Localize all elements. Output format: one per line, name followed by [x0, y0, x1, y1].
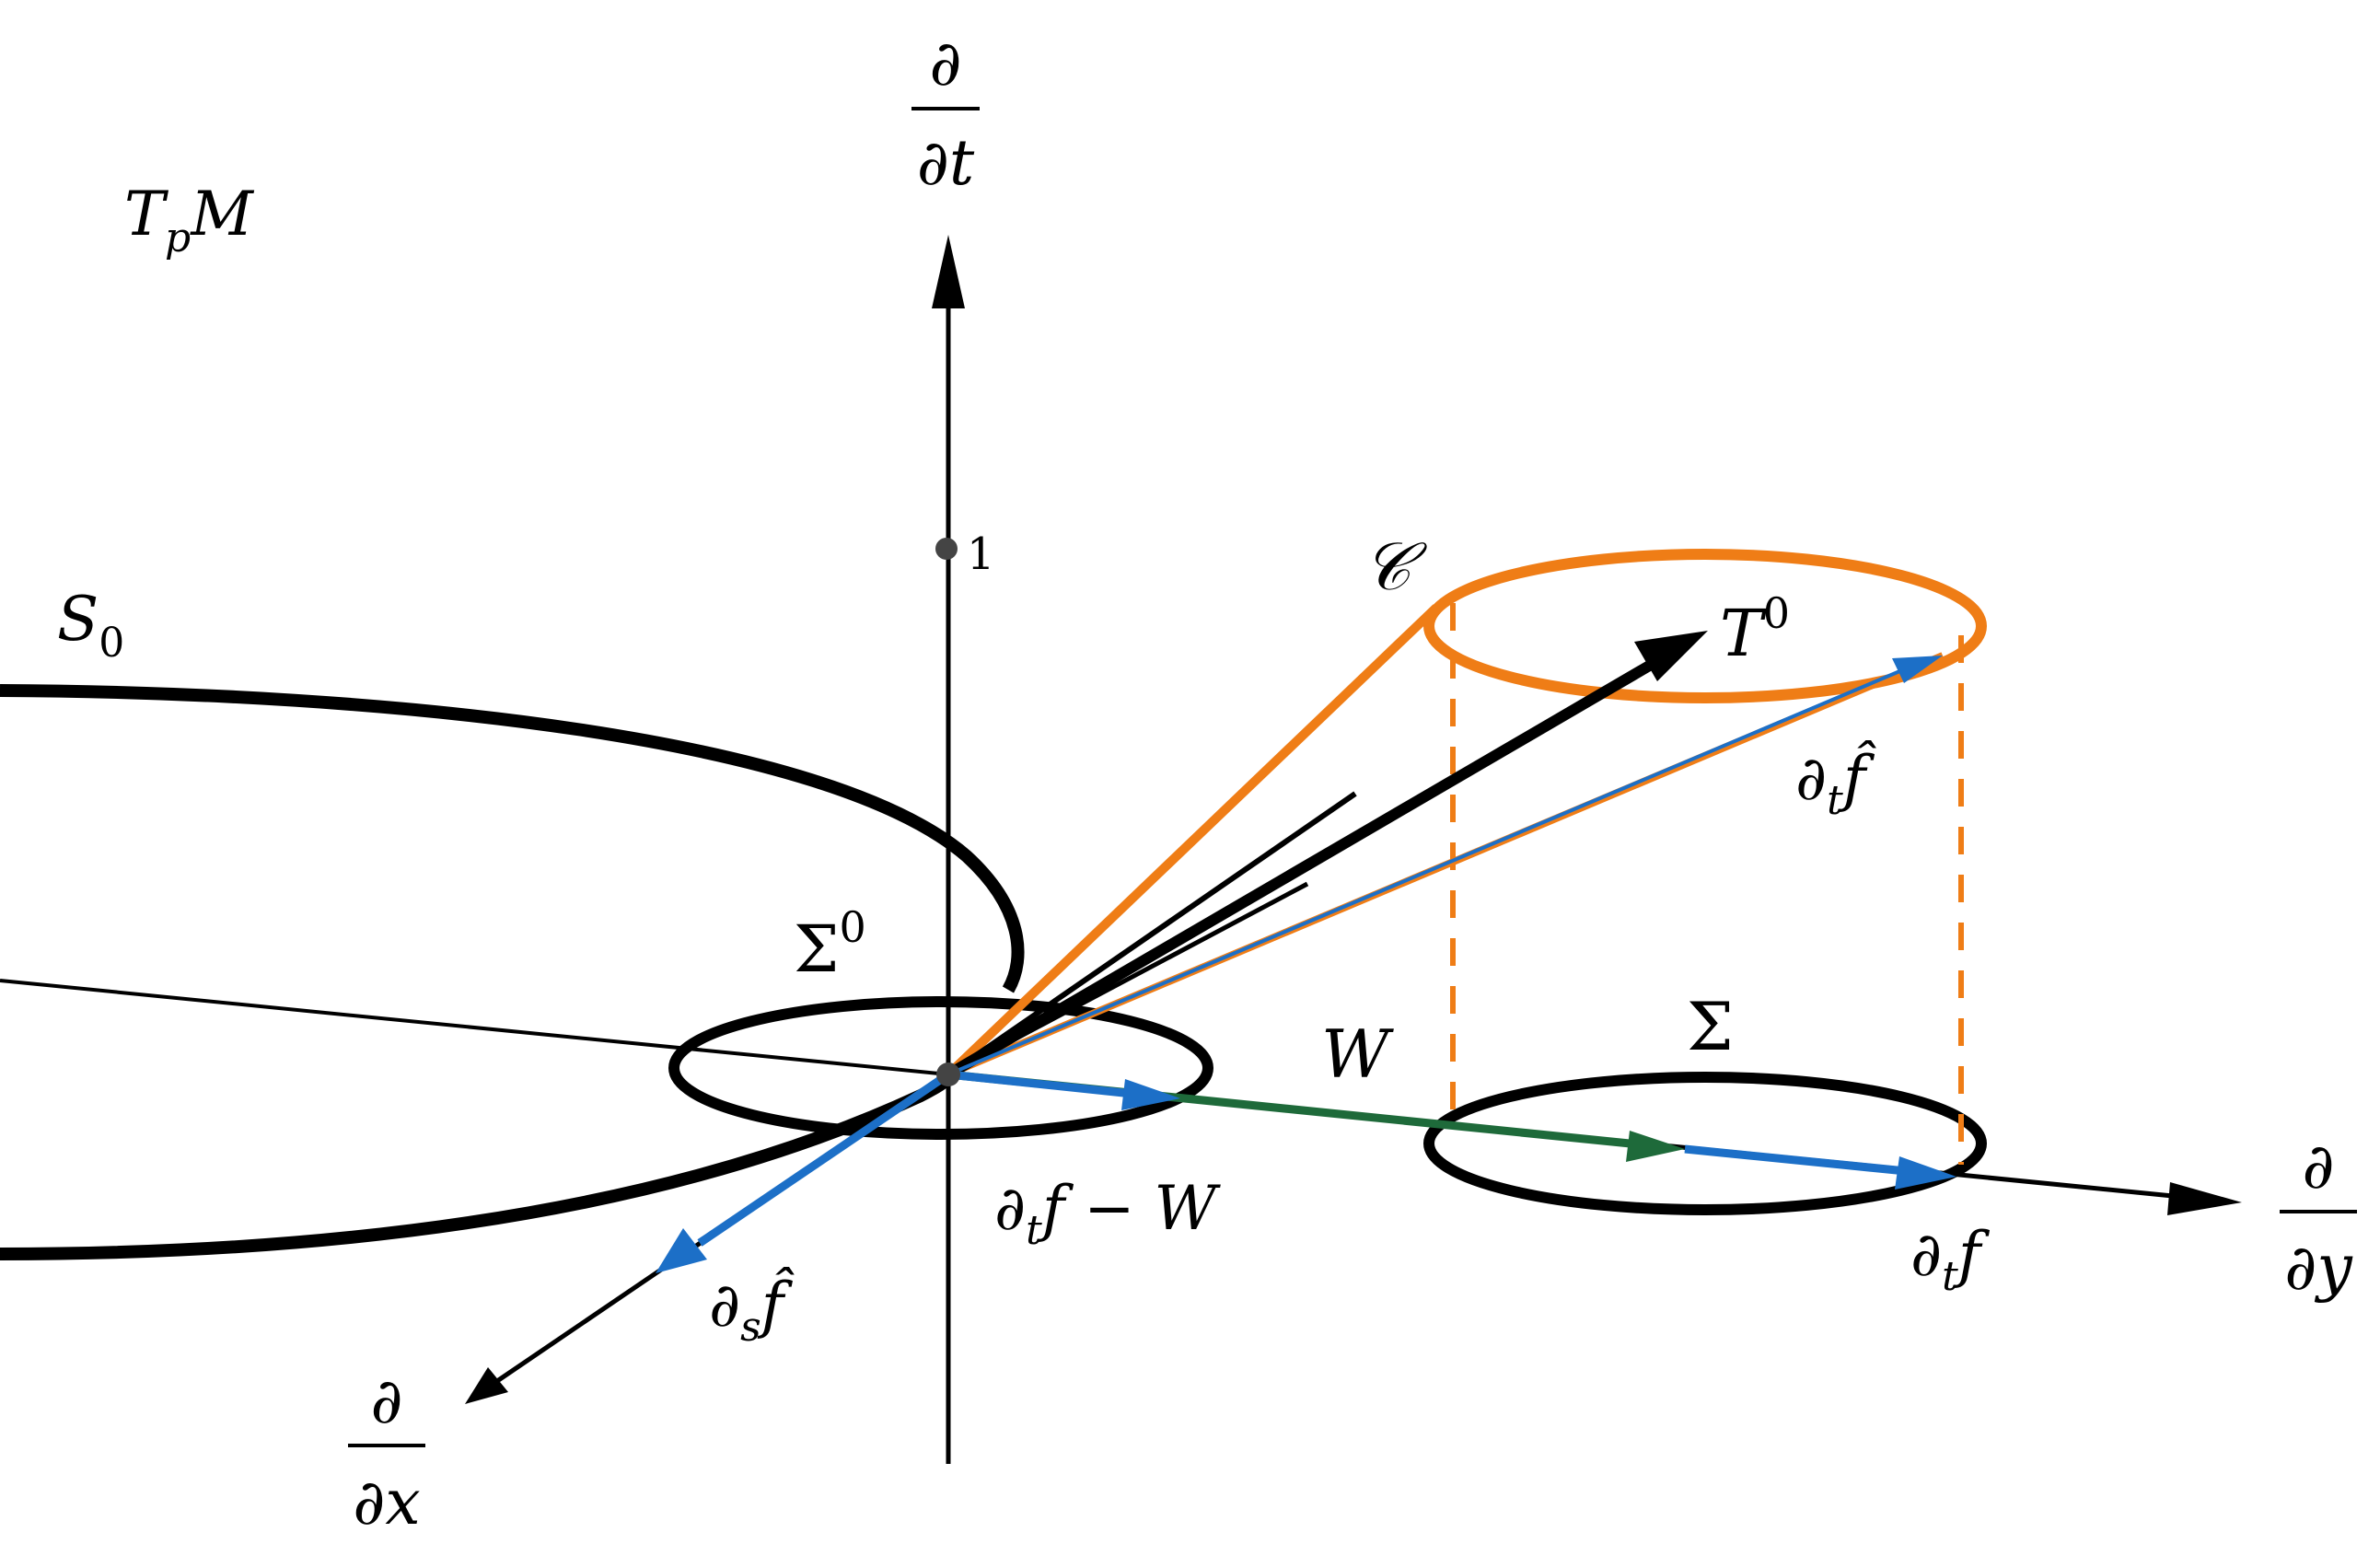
sigma-zero-ellipse: [668, 996, 1213, 1140]
axis-t-label: ∂ ∂t: [911, 28, 980, 200]
t-zero-vector-line: [945, 656, 1661, 1080]
axis-y-denominator: ∂y: [2284, 1232, 2353, 1305]
dt-f-minus-w-arrowhead: [1121, 1079, 1180, 1110]
y-axis-arrowhead: [2167, 1182, 2242, 1215]
surface-s0-label: S0: [57, 584, 124, 667]
surface-trace-line: [0, 979, 949, 1076]
ds-f-hat-label: ∂sf̂: [709, 1268, 795, 1351]
t-axis-arrowhead: [932, 235, 965, 308]
tick-one-label: 1: [967, 528, 995, 580]
sigma-label: Σ: [1687, 988, 1734, 1065]
w-vector-arrowhead: [1626, 1131, 1685, 1162]
tangent-space-label: TpM: [124, 179, 254, 261]
axis-t-numerator: ∂: [929, 28, 961, 100]
t-zero-label: T0: [1720, 588, 1790, 671]
cone-label: 𝒞: [1363, 528, 1428, 605]
sigma-ellipse: [1423, 1072, 1987, 1215]
axis-x-numerator: ∂: [370, 1365, 402, 1438]
dt-f-minus-w-vector-line: [947, 1070, 1133, 1098]
axis-y-label: ∂ ∂y: [2280, 1131, 2357, 1305]
dt-f-label: ∂tf: [1910, 1219, 1991, 1300]
axis-x-label: ∂ ∂x: [348, 1365, 425, 1539]
dt-f-hat-label: ∂tf̂: [1795, 741, 1876, 824]
tick-one-point: [935, 538, 958, 560]
thin-ray-one: [946, 791, 1357, 1077]
dt-f-hat-vector-line: [947, 663, 1916, 1076]
ds-f-hat-arrowhead: [656, 1228, 707, 1273]
sigma-zero-label: Σ0: [794, 902, 866, 987]
cone-ellipse-c: [1423, 549, 1987, 703]
axis-x-denominator: ∂x: [353, 1467, 421, 1539]
origin-point: [936, 1062, 960, 1086]
x-axis-arrowhead: [465, 1367, 508, 1404]
cone-left-edge: [945, 604, 1440, 1078]
axis-t-denominator: ∂t: [917, 127, 975, 200]
dt-f-minus-w-label: ∂tf − W: [994, 1173, 1222, 1254]
axis-y-numerator: ∂: [2302, 1131, 2334, 1203]
w-label: W: [1321, 1016, 1394, 1093]
surface-s0-curve: [0, 684, 1025, 993]
dt-f-vector-line: [1684, 1144, 1907, 1176]
dt-f-arrowhead: [1895, 1156, 1956, 1190]
t-zero-arrowhead: [1634, 631, 1708, 681]
dt-f-hat-arrowhead: [1892, 656, 1943, 683]
ds-f-hat-vector-line: [697, 1071, 951, 1247]
